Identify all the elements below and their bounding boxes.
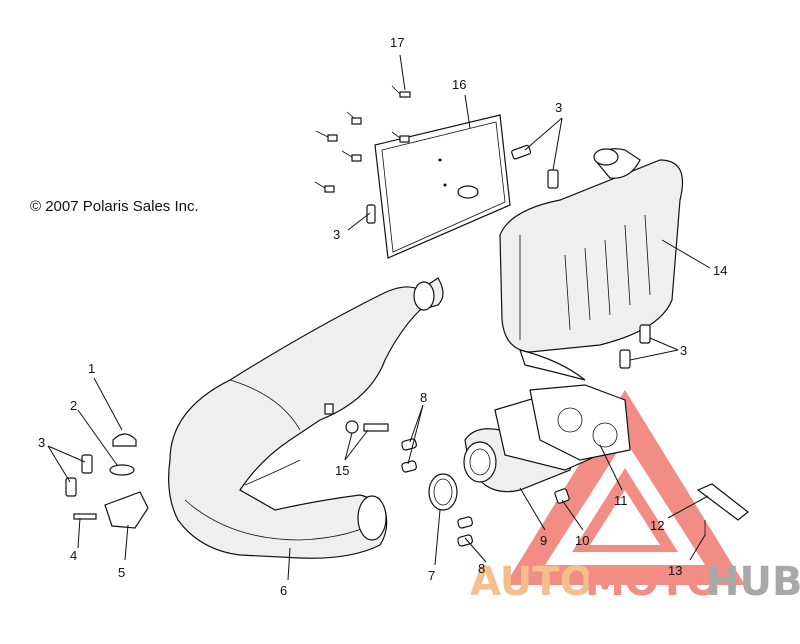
watermark-triangle-center <box>590 490 660 545</box>
part-5-bracket <box>104 491 149 529</box>
callout-6: 6 <box>280 583 287 598</box>
callout-9: 9 <box>540 533 547 548</box>
callout-17: 17 <box>390 35 404 50</box>
callout-2: 2 <box>70 398 77 413</box>
watermark-text-hub: HUB <box>706 559 800 605</box>
callout-4: 4 <box>70 548 77 563</box>
part-8-springs-upper <box>401 438 417 473</box>
callout-5: 5 <box>118 565 125 580</box>
callout-12: 12 <box>650 518 664 533</box>
callout-13: 13 <box>668 563 682 578</box>
part-2-washer <box>109 464 135 476</box>
watermark-text-auto: AUTO <box>470 559 594 605</box>
callout-1: 1 <box>88 361 95 376</box>
part-4-bolt <box>73 513 97 520</box>
callout-7: 7 <box>428 568 435 583</box>
callout-10: 10 <box>575 533 589 548</box>
part-8-springs-lower <box>457 516 473 547</box>
bolt-set-top <box>314 85 411 224</box>
callout-14: 14 <box>713 263 727 278</box>
copyright-text: © 2007 Polaris Sales Inc. <box>30 198 199 215</box>
part-14-muffler <box>499 148 684 381</box>
parts-1-5-mount <box>65 433 149 529</box>
part-11-gaskets <box>494 384 631 471</box>
callout-3-left: 3 <box>38 435 45 450</box>
callout-8-upper: 8 <box>420 390 427 405</box>
part-7-seal-ring <box>428 473 458 511</box>
part-6-exhaust-pipe <box>168 277 444 559</box>
part-10-pin <box>554 488 570 504</box>
part-12-bracket <box>696 483 749 521</box>
callout-8-lower: 8 <box>478 561 485 576</box>
callout-3-top: 3 <box>555 100 562 115</box>
callout-3-left-gasket: 3 <box>333 227 340 242</box>
part-1-cap <box>112 433 137 447</box>
part-15-bolt <box>345 420 389 434</box>
part-16-heat-shield-plate <box>374 114 511 259</box>
watermark-text-moto: MOTO <box>585 559 720 605</box>
callout-labels: 17 16 3 3 14 3 1 2 3 4 5 6 15 8 7 8 9 10… <box>38 35 727 598</box>
part-3-spring-left-lower <box>65 477 77 497</box>
callout-3-right: 3 <box>680 343 687 358</box>
callout-15: 15 <box>335 463 349 478</box>
leader-lines <box>47 54 711 581</box>
callout-16: 16 <box>452 77 466 92</box>
callout-11: 11 <box>614 493 628 508</box>
part-3-spring-left <box>81 454 93 474</box>
watermark-logo: AUTO MOTO HUB <box>470 390 800 605</box>
